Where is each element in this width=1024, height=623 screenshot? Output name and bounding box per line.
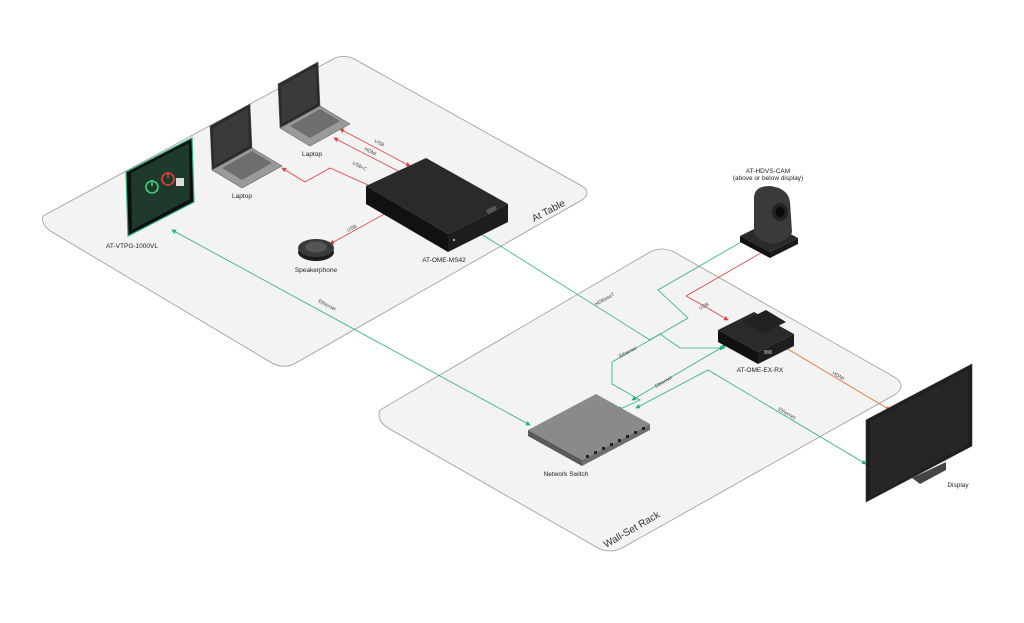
label-camera-note: (above or below display)	[733, 175, 803, 182]
qr-code-icon	[176, 178, 184, 186]
label-usb-laptop: USB	[373, 138, 385, 148]
receiver-device	[718, 310, 794, 364]
switch-ports	[586, 427, 645, 458]
label-receiver: AT-OME-EX-RX	[737, 367, 784, 374]
laptop-right-icon	[277, 61, 351, 147]
wire-hdmi-laptop	[333, 137, 405, 175]
wire-hdmi-display	[785, 347, 891, 411]
network-switch-device	[528, 394, 650, 466]
label-switcher: AT-OME-MS42	[422, 257, 466, 264]
wire-usb-cam	[685, 249, 767, 321]
label-usb-speaker: USB	[346, 223, 358, 233]
label-display: Display	[947, 482, 969, 489]
power-off-icon	[161, 172, 175, 186]
touch-panel	[125, 137, 195, 237]
wire-usbc-laptop	[281, 167, 389, 195]
switcher-device	[366, 158, 508, 252]
wire-ethernet-rx	[631, 344, 727, 401]
display-icon	[865, 363, 973, 503]
laptop-left-icon	[209, 103, 283, 189]
wire-ethernet-panel	[171, 229, 531, 426]
label-hdmi-display: HDMI	[831, 371, 845, 383]
label-camera-name: AT-HDVS-CAM	[746, 168, 790, 175]
wire-ethernet-display	[635, 369, 867, 465]
wire-usb-speaker	[329, 211, 389, 245]
connections	[171, 128, 891, 465]
label-touch-panel: AT-VTPG-1000VL	[106, 243, 158, 250]
power-on-icon	[145, 180, 159, 194]
label-speakerphone: Speakerphone	[295, 267, 338, 274]
label-usb-cam: USB	[698, 301, 710, 311]
camera-icon	[740, 186, 798, 258]
label-network-switch: Network Switch	[544, 471, 589, 478]
speakerphone-icon	[298, 239, 334, 261]
label-laptop-right: Laptop	[302, 151, 322, 158]
label-laptop-left: Laptop	[232, 193, 252, 200]
label-hdmi-laptop: HDMI	[363, 146, 377, 157]
